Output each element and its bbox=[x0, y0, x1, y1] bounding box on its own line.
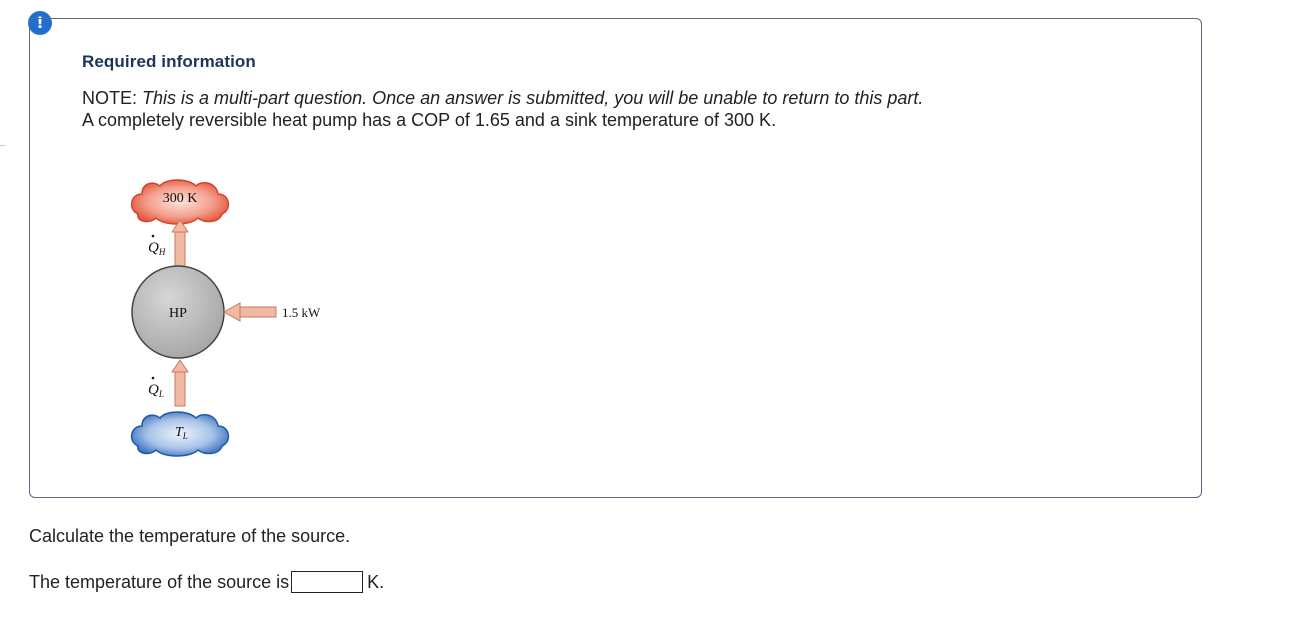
sink-temperature-label: 300 K bbox=[163, 191, 198, 206]
heat-in-arrow bbox=[171, 359, 189, 407]
problem-context: A completely reversible heat pump has a … bbox=[82, 110, 777, 130]
source-temperature-input[interactable] bbox=[291, 571, 364, 593]
heat-pump-diagram: 300 K QH HP 1.5 kW QL TL bbox=[120, 172, 350, 462]
required-information-panel bbox=[29, 18, 1202, 498]
heat-out-arrow bbox=[171, 219, 189, 268]
source-reservoir: TL bbox=[130, 411, 230, 457]
note-text: This is a multi-part question. Once an a… bbox=[142, 88, 924, 108]
heat-in-label: QL bbox=[148, 382, 164, 399]
heat-in-dot-icon bbox=[151, 376, 155, 380]
heat-pump-label: HP bbox=[169, 306, 187, 321]
info-title: Required information bbox=[82, 52, 256, 71]
question-prompt: Calculate the temperature of the source. bbox=[29, 526, 351, 546]
multi-part-note: NOTE: This is a multi-part question. Onc… bbox=[82, 88, 923, 109]
note-prefix: NOTE: bbox=[82, 88, 143, 108]
heat-out-label: QH bbox=[148, 240, 166, 257]
work-input-arrow bbox=[222, 302, 277, 322]
work-input-label: 1.5 kW bbox=[282, 305, 321, 320]
answer-unit: K. bbox=[367, 571, 385, 592]
heat-pump: HP bbox=[131, 265, 225, 359]
sink-reservoir: 300 K bbox=[130, 179, 230, 225]
answer-prefix: The temperature of the source is bbox=[29, 571, 290, 592]
source-temperature-label: TL bbox=[175, 425, 188, 441]
answer-row: The temperature of the source is K. bbox=[29, 571, 384, 593]
heat-out-dot-icon bbox=[151, 234, 155, 238]
edge-divider bbox=[0, 145, 6, 146]
